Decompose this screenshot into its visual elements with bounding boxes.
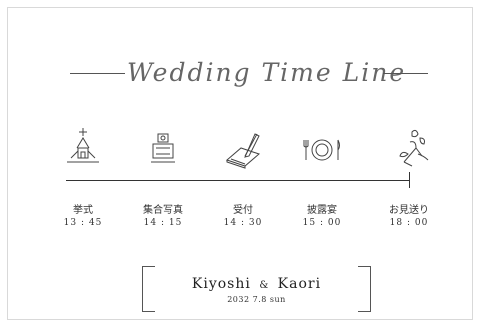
couple-names-box: Kiyoshi & Kaori 2032 7.8 sun xyxy=(142,266,371,312)
timeline-end-tick xyxy=(409,172,410,188)
event-time: 14 : 30 xyxy=(223,218,263,228)
event-group-photo: 集合写真 14 : 15 xyxy=(128,204,198,230)
couple-names: Kiyoshi & Kaori xyxy=(142,276,371,292)
event-ceremony: 挙式 13 : 45 xyxy=(48,204,118,230)
event-time: 13 : 45 xyxy=(63,218,103,228)
dinner-plate-icon xyxy=(300,126,344,170)
event-time: 15 : 00 xyxy=(302,218,342,228)
event-time: 14 : 15 xyxy=(143,218,183,228)
camera-icon xyxy=(141,126,185,170)
page-title: Wedding Time Line xyxy=(127,58,407,87)
timeline-card: Wedding Time Line xyxy=(7,7,473,320)
title-divider-right xyxy=(383,73,428,74)
event-send-off: お見送り 18 : 00 xyxy=(374,204,444,230)
guestbook-pen-icon xyxy=(221,126,265,170)
flower-bouquet-icon xyxy=(392,126,436,170)
event-banquet: 披露宴 15 : 00 xyxy=(287,204,357,230)
event-label: お見送り xyxy=(389,205,429,216)
bride-name: Kaori xyxy=(277,276,322,292)
event-label: 披露宴 xyxy=(307,205,337,216)
event-label: 受付 xyxy=(233,205,253,216)
event-reception-desk: 受付 14 : 30 xyxy=(208,204,278,230)
event-label: 挙式 xyxy=(73,205,93,216)
timeline-line xyxy=(66,180,410,181)
wedding-date: 2032 7.8 sun xyxy=(227,295,286,304)
event-time: 18 : 00 xyxy=(389,218,429,228)
event-label: 集合写真 xyxy=(143,205,183,216)
groom-name: Kiyoshi xyxy=(191,276,251,292)
bracket-right xyxy=(358,266,371,312)
title-divider-left xyxy=(70,73,125,74)
ampersand: & xyxy=(259,280,270,291)
event-icons xyxy=(8,126,472,170)
church-icon xyxy=(61,126,105,170)
title-row: Wedding Time Line xyxy=(8,53,472,93)
bracket-left xyxy=(142,266,155,312)
